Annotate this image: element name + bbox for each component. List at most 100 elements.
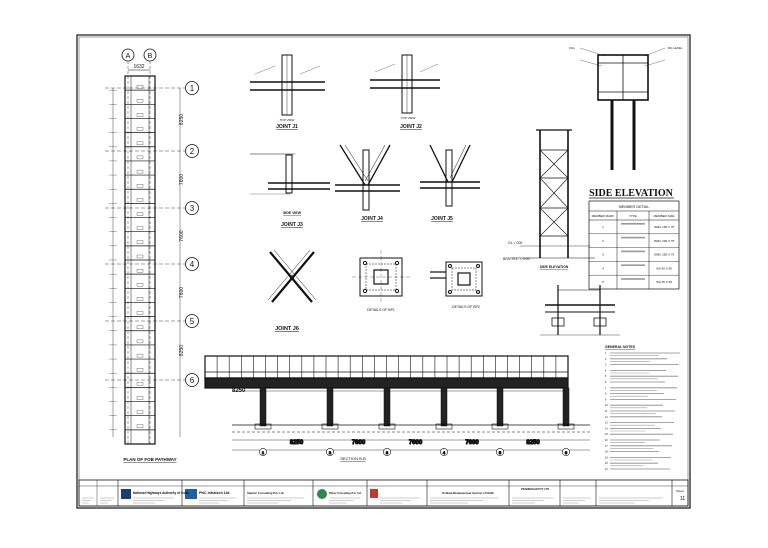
- grid-bubble-number: [185, 201, 199, 215]
- tb-authority: National Highways Authority of India: [133, 491, 189, 495]
- slat-mark: [136, 254, 144, 259]
- note-number: 6: [605, 381, 607, 384]
- elevation-label-2: RG LEVEL: [668, 46, 683, 50]
- slat-mark: [136, 141, 144, 145]
- slat-mark: [136, 353, 144, 358]
- note-number: 7: [605, 387, 607, 390]
- side-elevation-title: SIDE ELEVATION: [589, 188, 674, 199]
- grid-letter-b: B: [148, 53, 153, 60]
- member-type-line: [621, 223, 645, 225]
- note-number: 11: [605, 410, 608, 413]
- note-number: 17: [605, 445, 608, 448]
- section-dimension: 8250: [526, 440, 540, 446]
- member-table-title: MEMBER DETAIL: [619, 205, 650, 209]
- tb-firm-3: Dhruv Consulting Pvt. Ltd.: [329, 491, 362, 495]
- slat-mark: [136, 325, 144, 329]
- note-number: 4: [605, 369, 607, 372]
- slat-mark: [136, 99, 144, 103]
- member-header-size: MEMBER SIZE: [654, 214, 675, 218]
- note-number: 18: [605, 451, 608, 454]
- pier-footing: [254, 423, 272, 430]
- joint-j1-title: JOINT J1: [276, 124, 298, 130]
- plan-top-dimension: 1632: [133, 64, 144, 70]
- section-pier: [383, 387, 391, 427]
- pier-footing: [321, 423, 339, 430]
- pier-footing: [378, 423, 396, 430]
- slat-mark: [136, 311, 144, 315]
- side-elevation-view: FGL RG LEVEL SIDE ELEVATION: [569, 46, 683, 199]
- joint-j2-title: JOINT J2: [400, 124, 422, 130]
- tb-sheet-label: Sheet: [676, 489, 684, 493]
- joint-j2-detail: TOP VIEW JOINT J2: [370, 54, 440, 130]
- section-pier: [440, 387, 448, 427]
- tower-ground-label: GL = 000: [508, 241, 522, 245]
- member-size: ISMC 200 X 75: [654, 239, 675, 243]
- grid-number: 2: [190, 147, 195, 156]
- joint-j2-view-label: TOP VIEW: [401, 116, 416, 120]
- grid-number: 6: [190, 376, 195, 385]
- general-notes: GENERAL NOTES 12345678910111213141516171…: [605, 345, 680, 471]
- grid-bubble-number: [185, 257, 199, 271]
- pier-footing: [491, 423, 509, 430]
- note-number: 13: [605, 422, 608, 425]
- section-pier: [259, 387, 267, 427]
- grid-number: 4: [190, 260, 195, 269]
- slat-mark: [136, 212, 144, 216]
- sheet-border: [76, 34, 691, 509]
- member-type-line: [621, 250, 645, 253]
- pier-footing: [557, 423, 575, 430]
- member-detail-table: MEMBER DETAIL MEMBER MARK TYPE MEMBER SI…: [588, 200, 680, 290]
- section-grid-bubble: [562, 448, 570, 456]
- tb-sheet-number: 11: [680, 496, 685, 502]
- section-pier: [326, 387, 334, 427]
- note-number: 10: [605, 404, 608, 407]
- grid-number: 3: [190, 204, 195, 213]
- member-mark: 1: [602, 225, 604, 229]
- slat-mark: [136, 155, 144, 160]
- note-number: 19: [605, 456, 608, 459]
- slat-mark: [136, 85, 144, 89]
- member-mark: 5: [602, 280, 604, 284]
- grid-letter-a: A: [126, 53, 131, 60]
- grid-bubble-number: [185, 314, 199, 328]
- nhai-logo: [121, 489, 131, 499]
- joint-j4-title: JOINT J4: [361, 216, 383, 222]
- bp1-title: DETAILS OF BP1: [367, 308, 395, 312]
- plan-side-dimension: 7600: [179, 230, 185, 241]
- plan-side-dimension: 8250: [179, 345, 185, 356]
- joint-j3-detail: SIDE VIEW JOINT J3: [250, 153, 330, 228]
- bp1-detail: DETAILS OF BP1: [352, 250, 410, 312]
- slat-mark: [136, 169, 144, 174]
- section-pier: [496, 387, 504, 427]
- note-number: 2: [605, 358, 607, 361]
- tb-firm-4: PRAMESHAN PVT LTD: [521, 487, 549, 491]
- firm-logo: [370, 489, 378, 498]
- section-dimension: 7600: [409, 440, 423, 446]
- section-grid-bubble: [496, 448, 504, 456]
- joint-j6-detail: JOINT J6: [267, 249, 317, 332]
- plan-side-dimension: 8250: [179, 114, 185, 125]
- section-pier: [562, 387, 570, 427]
- note-number: 3: [605, 364, 607, 367]
- section-left-dim: 8250: [232, 388, 246, 394]
- bp2-detail: DETAILS OF BP2: [430, 261, 483, 309]
- walkway-slats: [125, 85, 155, 431]
- section-grid-bubble: [259, 448, 267, 456]
- plan-title: PLAN OF FOB PATHWAY: [123, 457, 176, 462]
- joint-j3-title: JOINT J3: [281, 222, 303, 228]
- pier-footing: [435, 423, 453, 430]
- section-dimension: 8250: [290, 440, 304, 446]
- member-type-line: [621, 278, 645, 280]
- slat-mark: [136, 113, 144, 117]
- slat-mark: [136, 410, 144, 414]
- section-dimension: 7600: [465, 440, 479, 446]
- section-grid-number: 1: [262, 450, 265, 455]
- grid-number: 5: [190, 317, 195, 326]
- section-grid-number: 5: [499, 450, 502, 455]
- member-header-type: TYPE: [629, 214, 637, 218]
- joint-j3-view-label: SIDE VIEW: [283, 211, 302, 215]
- slat-mark: [136, 283, 144, 287]
